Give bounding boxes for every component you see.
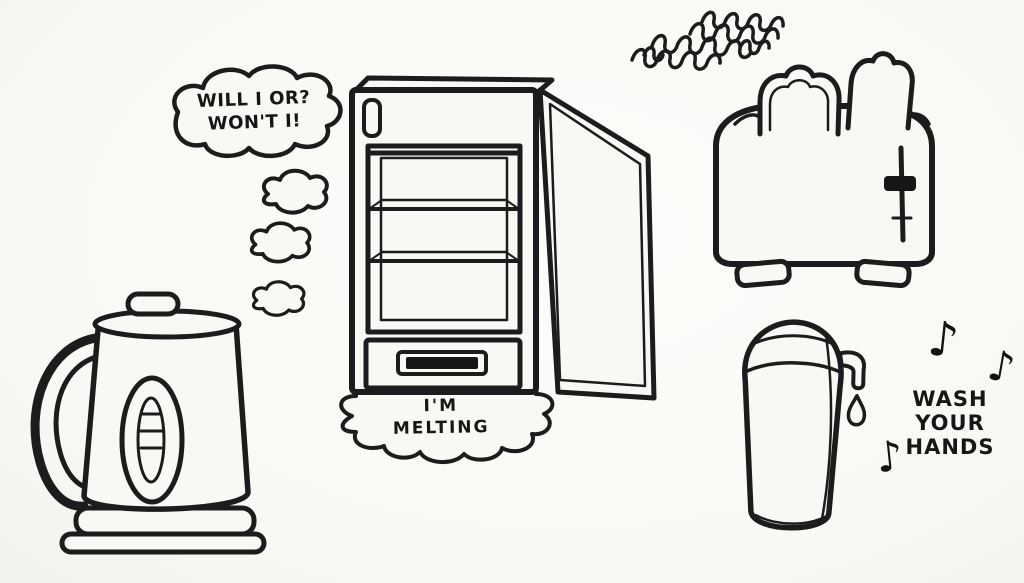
- toaster-slot-right: [911, 112, 931, 126]
- music-note-icon: ♪: [873, 430, 906, 483]
- fridge-shelf-upper-ends: [368, 199, 520, 210]
- fridge-interior-back: [379, 156, 509, 322]
- dispenser-side-contour: [820, 337, 833, 523]
- music-note-icon: ♪: [925, 310, 962, 370]
- fridge-shelf-upper: [367, 198, 521, 211]
- wash-caption: WASH YOUR HANDS: [888, 387, 1012, 459]
- dispenser-lid-top: [771, 320, 814, 327]
- kettle-handle-inner: [53, 353, 103, 491]
- fridge-door-inner-panel: [548, 102, 647, 388]
- melting-caption: I'M MELTING: [373, 394, 510, 440]
- toast-slice-front: [757, 64, 842, 137]
- toaster-drawing: [713, 51, 935, 289]
- fridge-hinge-plate: [362, 98, 382, 138]
- smoke-scribble-drawing: [630, 10, 785, 71]
- kettle-base: [73, 505, 257, 537]
- toaster-foot-right: [854, 258, 912, 289]
- thought-bubble-cloud: [172, 64, 343, 158]
- toaster-foot-left: [734, 258, 792, 289]
- toast-slice-back: [845, 51, 915, 131]
- melting-line-1: I'M: [423, 395, 459, 417]
- toaster-lever-slot: [898, 145, 906, 243]
- fridge-shelf-lower-ends: [368, 251, 520, 262]
- dispenser-bottom-contour: [754, 513, 826, 525]
- wash-line-3: HANDS: [905, 435, 995, 459]
- fridge-drawer-handle: [406, 357, 478, 369]
- melting-line-2: MELTING: [392, 417, 490, 439]
- thought-puff: [261, 168, 329, 215]
- kettle-water-level-marks: [137, 412, 165, 450]
- thought-puff: [249, 221, 312, 264]
- thought-puff: [251, 280, 306, 317]
- soap-drip: [846, 393, 867, 427]
- fridge-drawing: [349, 75, 657, 401]
- kettle-water-window-inner: [136, 396, 166, 484]
- wash-line-2: YOUR: [915, 411, 985, 435]
- toaster-body: [713, 103, 935, 267]
- dispenser-spout: [838, 350, 866, 391]
- thought-bubble-text: WILL I OR? WON'T I!: [177, 85, 331, 136]
- fridge-interior-opening: [365, 143, 523, 335]
- toast-slice-front-crust: [768, 79, 830, 132]
- kettle-handle: [30, 333, 101, 511]
- fridge-shelf-lower: [367, 250, 521, 263]
- kettle-base-plate: [59, 531, 267, 555]
- thought-puffs: [249, 168, 329, 317]
- soap-dispenser-drawing: [742, 319, 867, 531]
- smoke-scribble-stroke: [650, 33, 753, 59]
- smoke-scribble-stroke: [642, 39, 771, 63]
- smoke-scribble-stroke: [688, 21, 780, 45]
- smoke-scribble-stroke: [630, 47, 722, 71]
- kettle-lid-knob: [125, 291, 181, 317]
- toaster-lever-knob: [884, 176, 916, 191]
- wash-line-1: WASH: [912, 387, 988, 411]
- fridge-door-open: [537, 87, 657, 401]
- kettle-water-window: [119, 375, 185, 505]
- smoke-scribble-stroke: [700, 10, 785, 33]
- kettle-drawing: [30, 291, 267, 555]
- toaster-slot-left: [733, 113, 760, 126]
